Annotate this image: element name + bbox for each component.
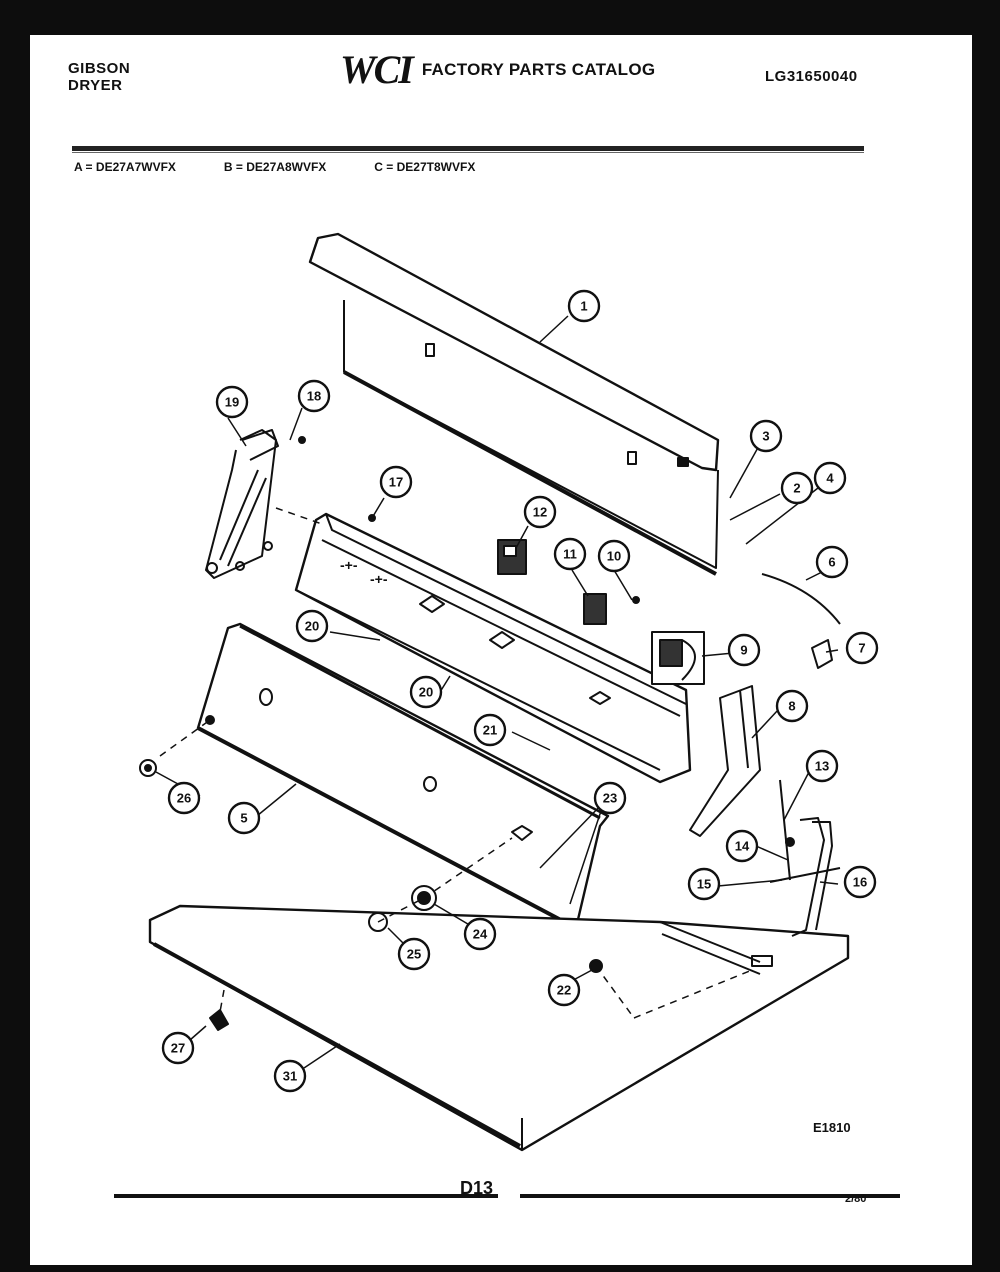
side-bracket-part [689, 685, 761, 837]
wire-part [761, 573, 841, 625]
callout-23: 23 [593, 781, 627, 815]
svg-text:18: 18 [307, 389, 321, 404]
svg-text:19: 19 [225, 395, 239, 410]
svg-text:23: 23 [603, 791, 617, 806]
svg-text:31: 31 [283, 1069, 297, 1084]
callout-12: 12 [523, 495, 557, 529]
callout-26: 26 [167, 781, 201, 815]
top-cover-part [308, 232, 720, 576]
left-bracket-part [205, 429, 279, 579]
model-list: A = DE27A7WVFX B = DE27A8WVFX C = DE27T8… [74, 160, 475, 174]
svg-text:27: 27 [171, 1041, 185, 1056]
callout-3: 3 [749, 419, 783, 453]
timer-part [651, 631, 705, 685]
svg-text:10: 10 [607, 549, 621, 564]
callout-27: 27 [161, 1031, 195, 1065]
catalog-heading: WCI FACTORY PARTS CATALOG [340, 47, 656, 92]
svg-text:22: 22 [557, 983, 571, 998]
svg-text:1: 1 [580, 299, 587, 314]
rotary-switch-part [497, 539, 527, 575]
control-panel-part: -+- -+- [294, 512, 692, 784]
svg-text:9: 9 [740, 643, 747, 658]
callout-5: 5 [227, 801, 261, 835]
callout-7: 7 [845, 631, 879, 665]
header-rule [72, 146, 864, 151]
model-c: C = DE27T8WVFX [374, 160, 476, 174]
model-a: A = DE27A7WVFX [74, 160, 176, 174]
svg-text:20: 20 [419, 685, 433, 700]
svg-text:2: 2 [793, 481, 800, 496]
callout-25: 25 [397, 937, 431, 971]
drawing-number: E1810 [813, 1120, 851, 1135]
callout-15: 15 [687, 867, 721, 901]
callout-19: 19 [215, 385, 249, 419]
header-rule-thin [72, 152, 864, 153]
svg-text:-+-: -+- [370, 571, 388, 587]
callout-2: 2 [780, 471, 814, 505]
svg-text:20: 20 [305, 619, 319, 634]
svg-text:3: 3 [762, 429, 769, 444]
page-date: 2/80 [845, 1193, 867, 1205]
svg-text:12: 12 [533, 505, 547, 520]
callout-1: 1 [567, 289, 601, 323]
callout-31: 31 [273, 1059, 307, 1093]
callout-10: 10 [597, 539, 631, 573]
brand-name: GIBSON [68, 60, 131, 77]
clip-part [811, 639, 833, 669]
svg-text:17: 17 [389, 475, 403, 490]
svg-text:6: 6 [828, 555, 835, 570]
svg-text:-+-: -+- [340, 557, 358, 573]
callout-17: 17 [379, 465, 413, 499]
catalog-title: FACTORY PARTS CATALOG [421, 60, 656, 79]
callout-16: 16 [843, 865, 877, 899]
svg-text:8: 8 [788, 699, 795, 714]
callout-22: 22 [547, 973, 581, 1007]
product-type: DRYER [68, 77, 123, 94]
svg-text:25: 25 [407, 947, 421, 962]
callout-9: 9 [727, 633, 761, 667]
callout-11: 11 [553, 537, 587, 571]
assembly-lines [159, 507, 753, 1019]
svg-text:11: 11 [563, 547, 577, 562]
callout-6: 6 [815, 545, 849, 579]
svg-text:21: 21 [483, 723, 497, 738]
right-harness-part [769, 779, 841, 937]
callout-24: 24 [463, 917, 497, 951]
switch-part [583, 593, 607, 625]
svg-text:13: 13 [815, 759, 829, 774]
svg-text:16: 16 [853, 875, 867, 890]
catalog-number: LG31650040 [765, 68, 858, 85]
model-b: B = DE27A8WVFX [223, 160, 327, 174]
callout-14: 14 [725, 829, 759, 863]
callout-4: 4 [813, 461, 847, 495]
callout-20b: 20 [409, 675, 443, 709]
svg-text:26: 26 [177, 791, 191, 806]
svg-text:4: 4 [826, 471, 834, 486]
svg-text:15: 15 [697, 877, 711, 892]
svg-text:7: 7 [858, 641, 865, 656]
brand-block: GIBSON DRYER [68, 60, 130, 94]
callout-18: 18 [297, 379, 331, 413]
callout-21: 21 [473, 713, 507, 747]
cabinet-top-part [148, 904, 850, 1152]
svg-text:14: 14 [735, 839, 750, 854]
svg-text:5: 5 [240, 811, 247, 826]
hardware-parts [139, 436, 795, 1031]
callout-13: 13 [805, 749, 839, 783]
callout-20: 20 [295, 609, 329, 643]
rear-panel-part [196, 622, 610, 930]
svg-text:24: 24 [473, 927, 488, 942]
callout-8: 8 [775, 689, 809, 723]
wci-logo: WCI [340, 47, 414, 92]
page-code: D13 [460, 1178, 494, 1198]
